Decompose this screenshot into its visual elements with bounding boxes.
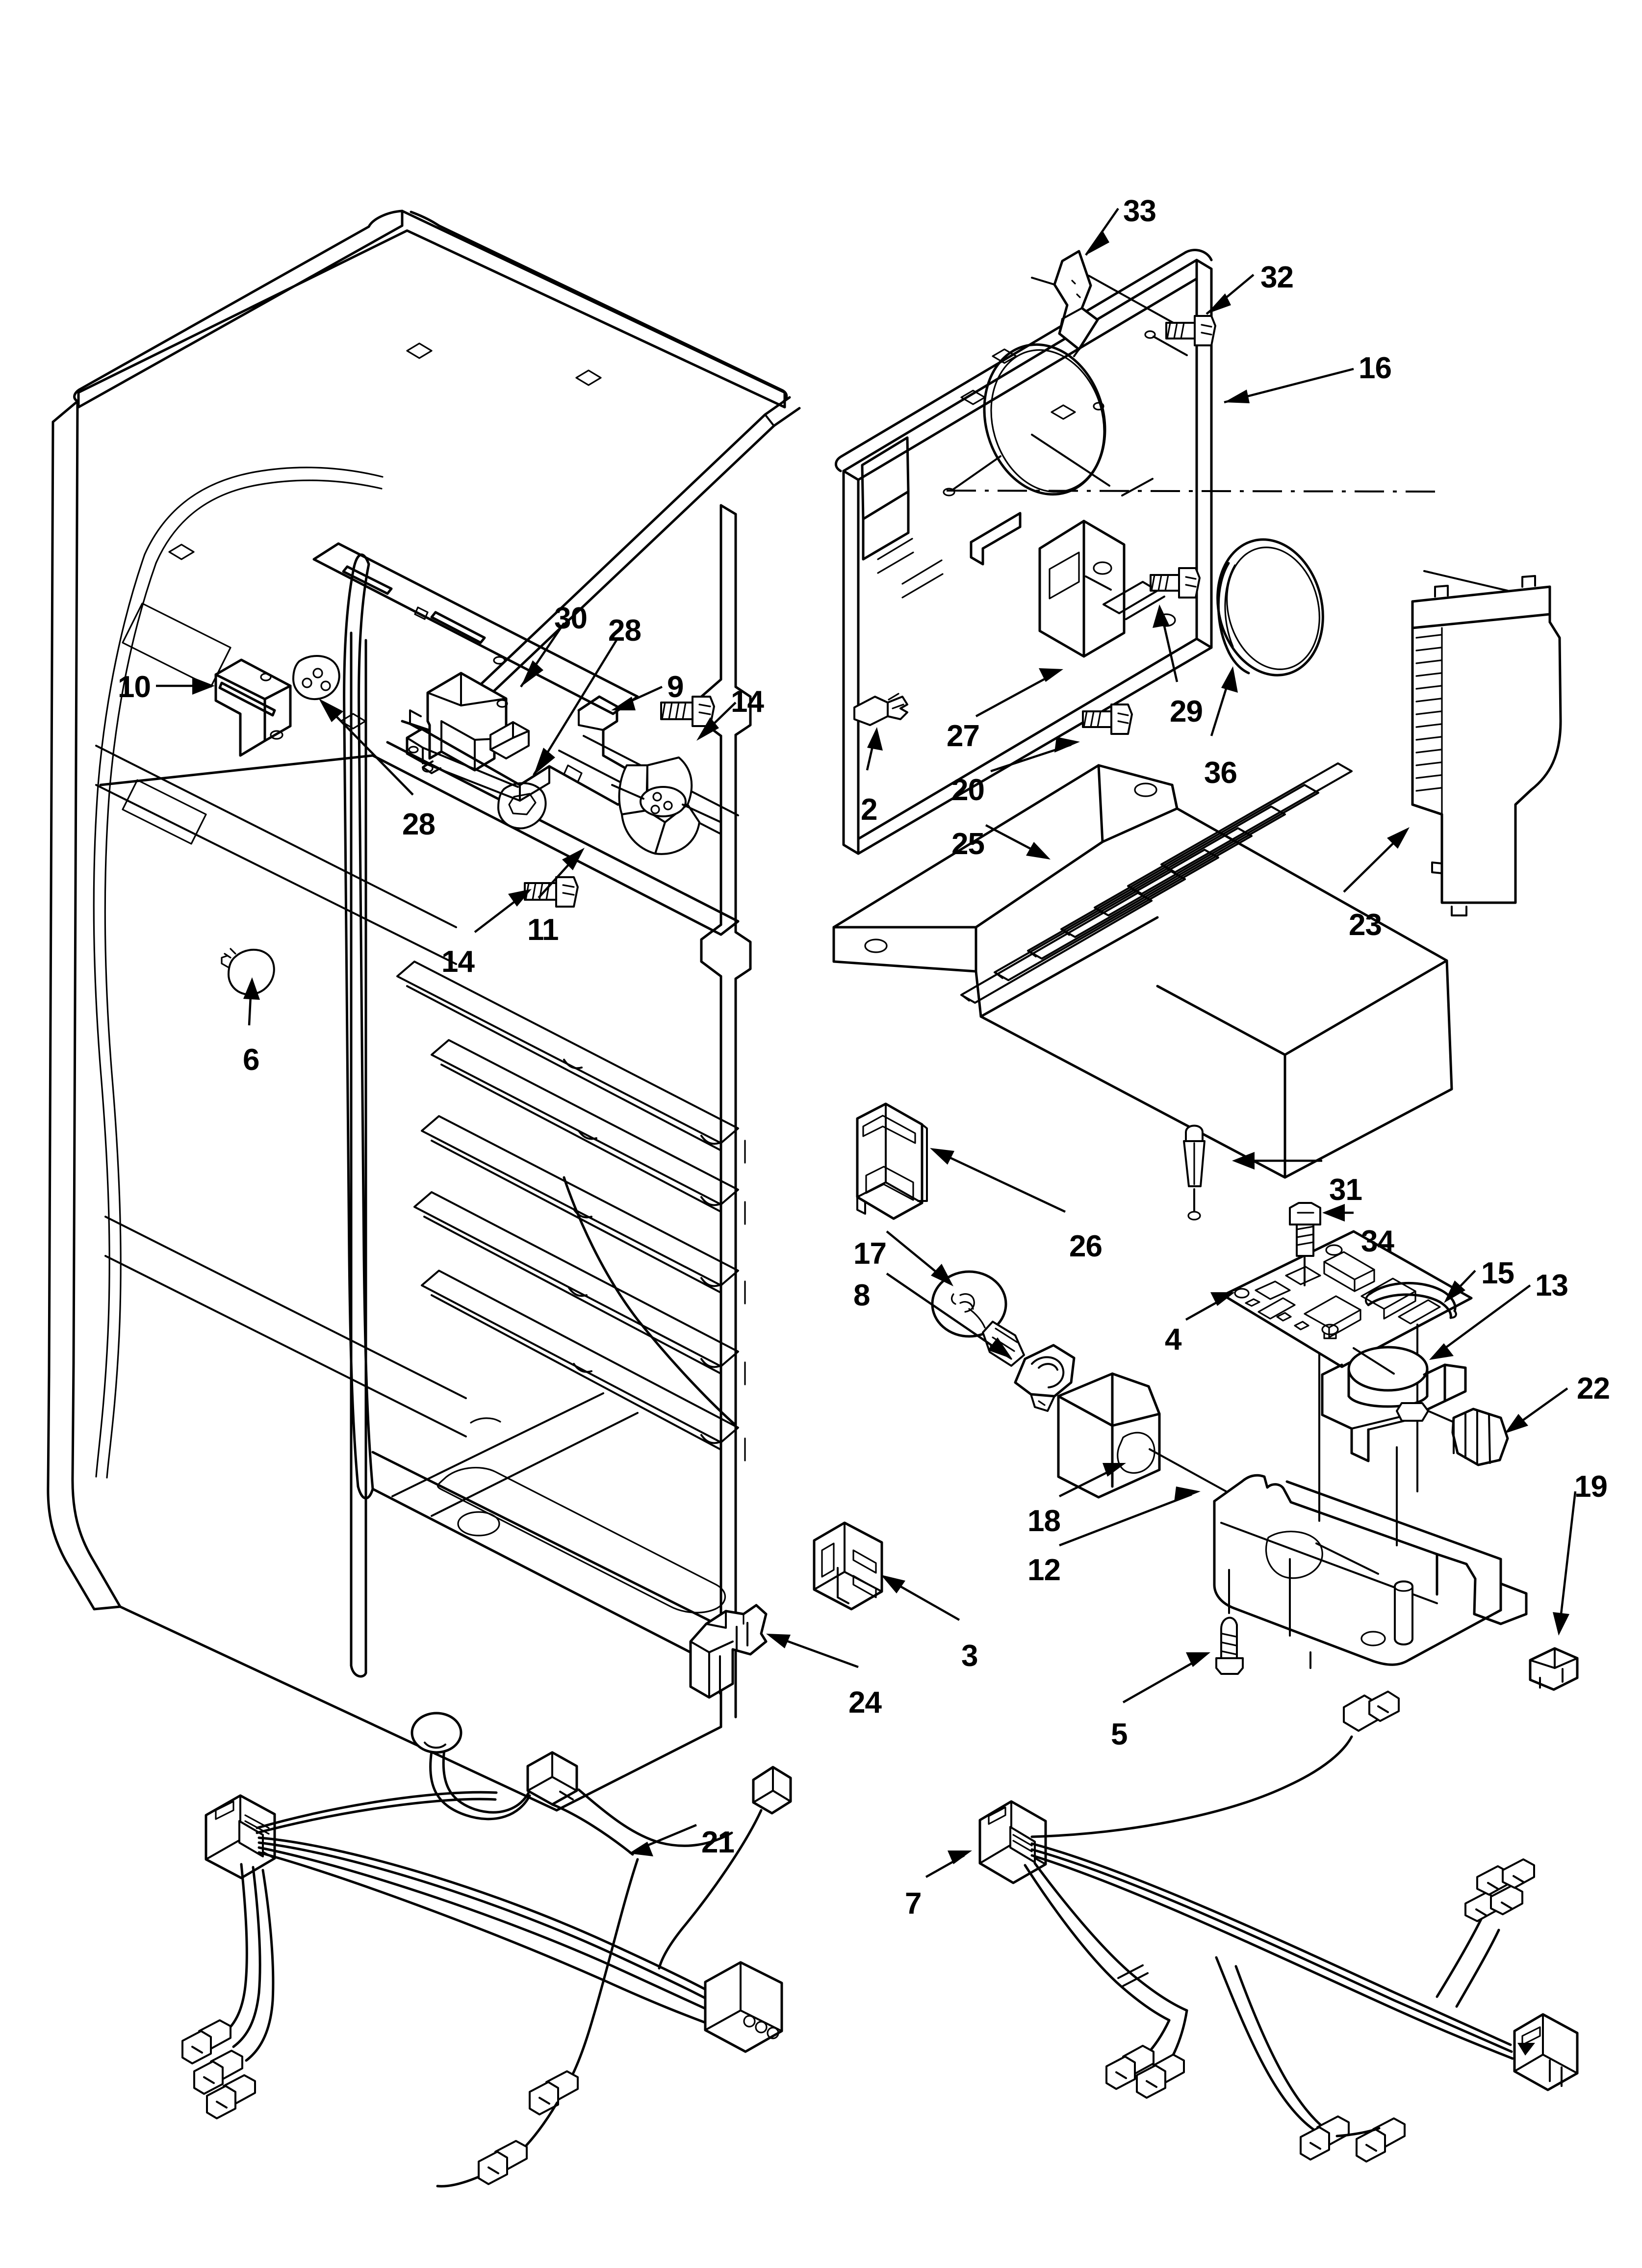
callout-number-11-16: 11 bbox=[527, 913, 559, 947]
wire-harness-right bbox=[978, 1691, 1579, 2163]
callout-number-2-13: 2 bbox=[861, 793, 877, 827]
callout-number-15-24: 15 bbox=[1481, 1256, 1514, 1290]
defrost-thermostat bbox=[1321, 1346, 1467, 1546]
callout-number-23-15: 23 bbox=[1349, 908, 1382, 942]
callout-number-29-10: 29 bbox=[1170, 695, 1203, 729]
cabinet-liner-assembly bbox=[47, 209, 801, 1812]
callout-number-9-6: 9 bbox=[667, 670, 684, 704]
callout-number-14-7: 14 bbox=[731, 685, 764, 719]
terminal-cover-22 bbox=[1451, 1408, 1509, 1466]
callout-number-3-31: 3 bbox=[961, 1639, 978, 1673]
callout-number-14-17: 14 bbox=[441, 945, 475, 979]
fan-shroud-ring bbox=[1216, 538, 1324, 677]
callout-number-34-21: 34 bbox=[1361, 1225, 1394, 1258]
callout-number-19-29: 19 bbox=[1574, 1470, 1608, 1504]
callout-number-7-35: 7 bbox=[905, 1887, 922, 1921]
push-pin-rivet-31 bbox=[1183, 1124, 1206, 1221]
electronic-control-board bbox=[1222, 1230, 1473, 1522]
drain-pan-trough bbox=[1213, 1474, 1579, 1691]
light-socket-housing bbox=[856, 1102, 928, 1220]
drain-plug-part bbox=[221, 948, 275, 996]
callout-number-27-9: 27 bbox=[947, 719, 980, 753]
callout-number-16-2: 16 bbox=[1359, 351, 1392, 385]
callout-number-8-23: 8 bbox=[853, 1278, 870, 1312]
callout-number-33-0: 33 bbox=[1123, 194, 1156, 228]
screw-14a bbox=[660, 696, 715, 727]
callout-number-28-4: 28 bbox=[608, 614, 641, 648]
callout-number-22-27: 22 bbox=[1577, 1372, 1610, 1406]
callout-number-18-28: 18 bbox=[1027, 1504, 1061, 1538]
callout-number-25-14: 25 bbox=[951, 827, 985, 861]
bulb-shield-clip bbox=[1014, 1344, 1076, 1412]
evaporator-fan-assembly bbox=[292, 655, 722, 908]
screw-32 bbox=[1165, 315, 1216, 346]
callout-number-12-30: 12 bbox=[1027, 1553, 1061, 1587]
callout-number-6-18: 6 bbox=[243, 1043, 259, 1077]
screw-29 bbox=[1150, 567, 1201, 599]
evaporator-cover-grille bbox=[832, 762, 1453, 1179]
callout-number-4-26: 4 bbox=[1165, 1323, 1181, 1356]
callout-number-10-5: 10 bbox=[118, 670, 151, 704]
fan-blade bbox=[611, 756, 722, 855]
wire-connector-boot bbox=[1529, 1647, 1579, 1691]
callout-number-36-11: 36 bbox=[1204, 756, 1237, 790]
callout-number-24-32: 24 bbox=[848, 1686, 882, 1720]
screw-5 bbox=[1215, 1569, 1244, 1675]
capillary-tube-clip bbox=[1365, 1281, 1457, 1319]
callout-number-32-1: 32 bbox=[1260, 261, 1294, 294]
multi-pin-connector-3 bbox=[813, 1521, 883, 1611]
callout-number-30-3: 30 bbox=[554, 601, 588, 635]
wire-harness-left bbox=[181, 1712, 792, 2188]
callout-number-26-19: 26 bbox=[1069, 1229, 1103, 1263]
shelf-rails bbox=[396, 961, 746, 1461]
callout-number-5-33: 5 bbox=[1111, 1718, 1128, 1751]
push-rivet-2 bbox=[853, 693, 908, 726]
callout-number-21-34: 21 bbox=[701, 1825, 735, 1859]
screw-20 bbox=[1082, 704, 1133, 735]
screw-34 bbox=[1289, 1202, 1321, 1286]
single-pin-connector-24 bbox=[689, 1604, 768, 1699]
callout-number-28-8: 28 bbox=[402, 808, 436, 841]
air-damper-baffle bbox=[1031, 250, 1099, 357]
screw-14b bbox=[524, 876, 579, 908]
light-shield-cover bbox=[1057, 1372, 1227, 1499]
motor-washer-28a bbox=[292, 655, 340, 701]
callout-number-31-20: 31 bbox=[1329, 1173, 1362, 1207]
callout-number-13-25: 13 bbox=[1535, 1269, 1568, 1303]
rear-air-duct-panel bbox=[835, 249, 1442, 855]
callout-number-17-22: 17 bbox=[853, 1237, 887, 1271]
leader-lines bbox=[156, 208, 1577, 1878]
callout-number-20-12: 20 bbox=[951, 773, 985, 807]
air-tower-duct bbox=[1411, 570, 1562, 916]
light-bulb bbox=[931, 1270, 1025, 1367]
